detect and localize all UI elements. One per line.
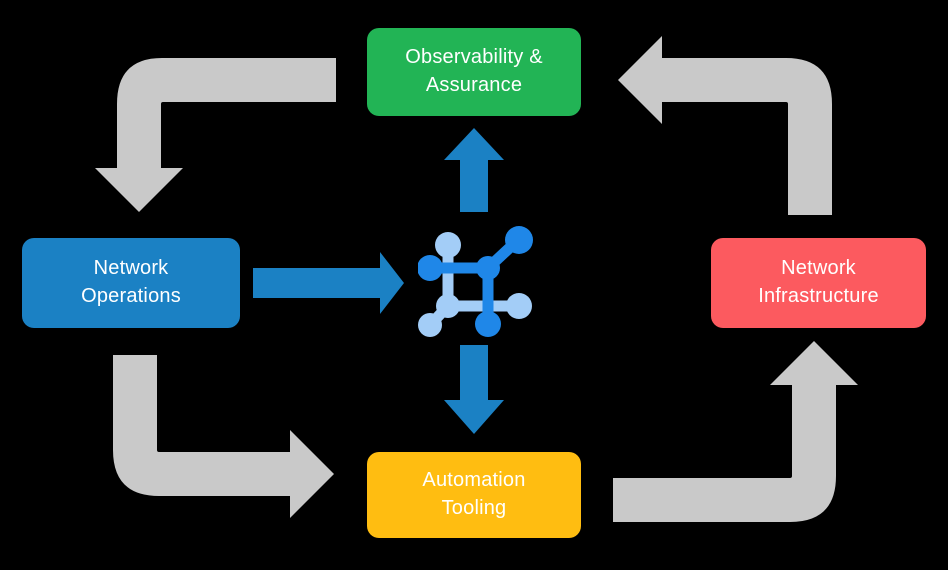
- cycle-arrow-observability-to-operations: [95, 58, 336, 212]
- topology-strong-nodes: [418, 226, 533, 337]
- node-box-observability[interactable]: Observability & Assurance: [367, 28, 581, 116]
- node-box-network-operations[interactable]: Network Operations: [22, 238, 240, 328]
- node-box-network-infrastructure[interactable]: Network Infrastructure: [711, 238, 926, 328]
- cycle-arrow-automation-to-infrastructure: [613, 341, 858, 522]
- flow-arrow-center-to-observability: [444, 128, 504, 212]
- network-topology-icon: [418, 226, 533, 337]
- node-label-network-operations: Network Operations: [81, 257, 181, 307]
- node-label-network-infrastructure: Network Infrastructure: [758, 257, 879, 307]
- node-box-automation-tooling[interactable]: Automation Tooling: [367, 452, 581, 538]
- cycle-arrow-operations-to-automation: [113, 355, 334, 518]
- node-label-automation-tooling: Automation Tooling: [422, 469, 526, 519]
- flow-arrow-center-to-automation: [444, 345, 504, 434]
- flow-arrow-operations-to-center: [253, 252, 404, 314]
- node-label-observability: Observability & Assurance: [405, 46, 543, 96]
- cycle-arrow-infrastructure-to-observability: [618, 36, 832, 215]
- topology-light-nodes: [418, 232, 532, 337]
